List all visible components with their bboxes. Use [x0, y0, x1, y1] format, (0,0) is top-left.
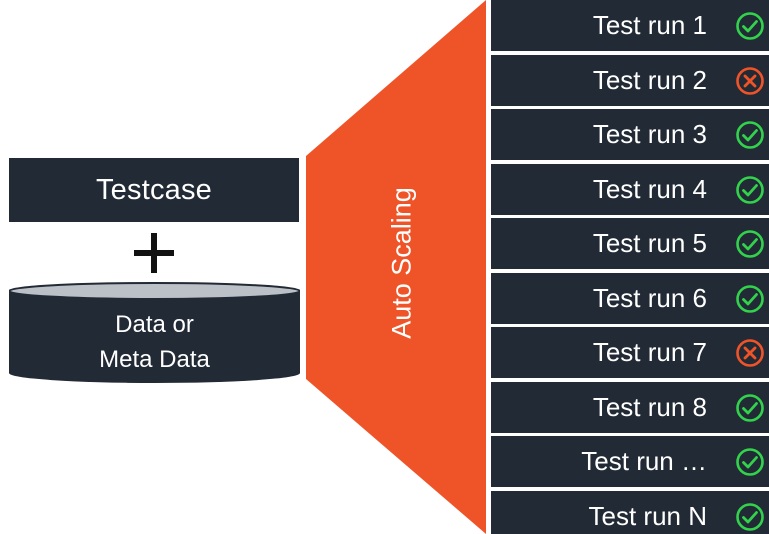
testcase-box: Testcase — [9, 158, 299, 222]
test-run-row: Test run 8 — [491, 381, 769, 433]
x-circle-icon — [735, 338, 765, 368]
database-top — [9, 282, 300, 300]
plus-icon — [128, 228, 180, 280]
test-run-row: Test run 6 — [491, 272, 769, 324]
check-circle-icon — [735, 229, 765, 259]
test-run-row: Test run 7 — [491, 327, 769, 378]
test-run-label: Test run 7 — [592, 337, 707, 367]
test-run-list: Test run 1 Test run 2 Test run 3 Test run 4… — [491, 0, 769, 534]
testcase-label: Testcase — [95, 173, 213, 206]
plus-vertical-bar — [151, 233, 157, 273]
check-circle-icon — [735, 447, 765, 477]
test-run-label: Test run N — [588, 500, 708, 531]
test-run-label: Test run 4 — [592, 173, 707, 204]
check-circle-icon — [735, 393, 765, 423]
database-label-line-1: Data or — [115, 311, 194, 338]
test-run-label: Test run 1 — [592, 10, 707, 40]
auto-scaling-label: Auto Scaling — [386, 187, 417, 339]
x-circle-icon — [735, 66, 765, 96]
database-icon — [9, 282, 300, 383]
test-run-label: Test run 5 — [592, 228, 707, 258]
check-circle-icon — [735, 120, 765, 150]
test-run-label: Test run 6 — [592, 282, 707, 313]
test-run-row: Test run 1 — [491, 0, 769, 51]
test-run-row: Test run 4 — [491, 163, 769, 215]
database-bottom — [9, 363, 300, 383]
check-circle-icon — [735, 175, 765, 205]
check-circle-icon — [735, 502, 765, 532]
test-run-label: Test run … — [581, 446, 707, 476]
test-run-label: Test run 2 — [592, 64, 707, 95]
database-label: Data or Meta Data — [9, 307, 300, 377]
test-run-row: Test run 5 — [491, 218, 769, 269]
database-body — [9, 291, 300, 373]
test-run-row: Test run 2 — [491, 54, 769, 106]
check-circle-icon — [735, 11, 765, 41]
test-run-row: Test run 3 — [491, 109, 769, 160]
auto-scaling-shape — [306, 0, 486, 534]
test-run-row: Test run … — [491, 436, 769, 487]
database-label-line-2: Meta Data — [99, 346, 210, 373]
database-cylinder: Data or Meta Data — [9, 281, 300, 385]
test-run-label: Test run 3 — [592, 119, 707, 149]
test-run-label: Test run 8 — [592, 391, 707, 422]
check-circle-icon — [735, 284, 765, 314]
test-run-row: Test run N — [491, 490, 769, 534]
